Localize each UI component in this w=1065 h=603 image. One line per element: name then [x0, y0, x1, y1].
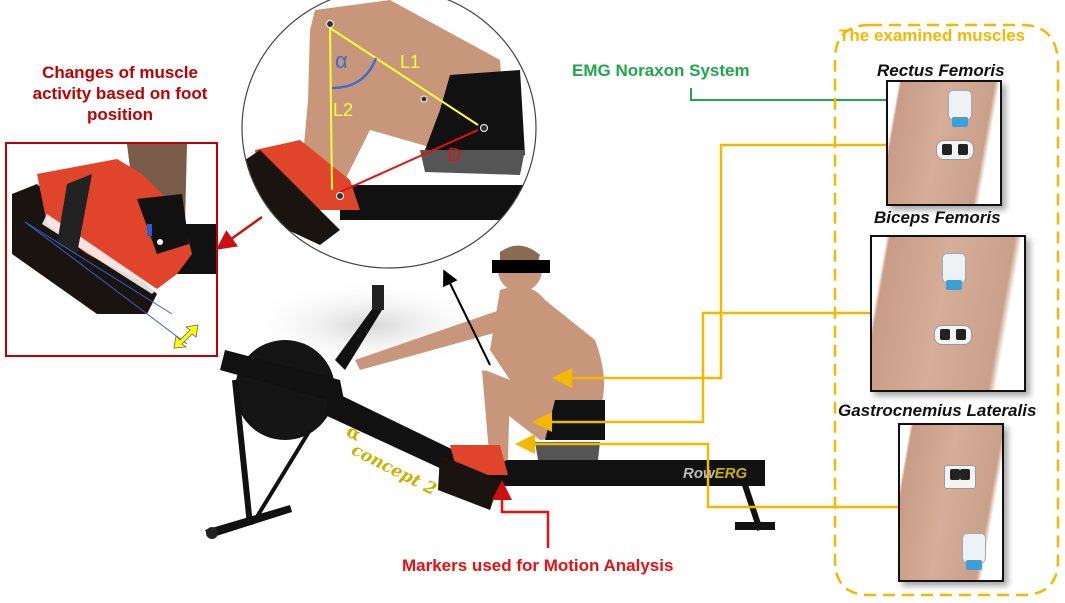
foot-pedal-illustration: [12, 144, 216, 345]
emg-sensor: [962, 533, 986, 570]
knee-angle-illustration: [241, 0, 537, 269]
foot-panel-title-line-1: Changes of muscle: [42, 63, 198, 82]
emg-electrode: [934, 325, 972, 345]
gastrocnemius-lateralis-photo: [898, 423, 1004, 582]
biceps-femoris-connector: [532, 311, 870, 432]
foot-panel-title-line-3: position: [86, 105, 154, 124]
muscles-panel-border: [833, 23, 1060, 597]
biceps-femoris-photo: [870, 235, 1026, 392]
segment-l1-label: L1: [400, 52, 421, 72]
markers-label: Markers used for Motion Analysis: [402, 556, 674, 575]
foot-position-photo-panel: [5, 142, 218, 357]
emg-electrode: [936, 140, 974, 160]
muscles-panel-title: The examined muscles: [839, 26, 1026, 45]
face-censor-bar: [492, 260, 550, 273]
muscle-name-biceps-femoris: Biceps Femoris: [874, 208, 1001, 227]
knee-zoom-arrow: [443, 269, 491, 366]
rowerg-suffix: ERG: [714, 465, 748, 482]
emg-system-label: EMG Noraxon System: [572, 61, 750, 80]
angle-alpha-label: α: [335, 48, 348, 73]
emg-sensor: [948, 90, 972, 127]
distance-d-label: D: [448, 145, 461, 165]
foot-panel-title: Changes of muscle activity based on foot…: [0, 62, 240, 125]
muscle-name-rectus-femoris: Rectus Femoris: [877, 61, 1005, 80]
emg-connector: [690, 88, 952, 108]
markers-connector: [492, 480, 550, 548]
rectus-femoris-photo: [886, 80, 1002, 206]
foot-panel-title-line-2: activity based on foot: [32, 84, 208, 103]
muscle-name-gastrocnemius-lateralis: Gastrocnemius Lateralis: [838, 401, 1037, 420]
knee-zoom-circle: α L1 L2 D: [240, 0, 538, 270]
foot-zoom-arrow: [215, 215, 263, 250]
segment-l2-label: L2: [333, 100, 354, 120]
rowing-ergometer-illustration: α: [205, 245, 775, 539]
rectus-femoris-connector: [552, 143, 888, 388]
foot-adjust-double-arrow-icon: [173, 324, 199, 349]
emg-sensor: [942, 253, 966, 290]
gastrocnemius-connector: [515, 434, 898, 509]
emg-electrode: [944, 465, 976, 489]
